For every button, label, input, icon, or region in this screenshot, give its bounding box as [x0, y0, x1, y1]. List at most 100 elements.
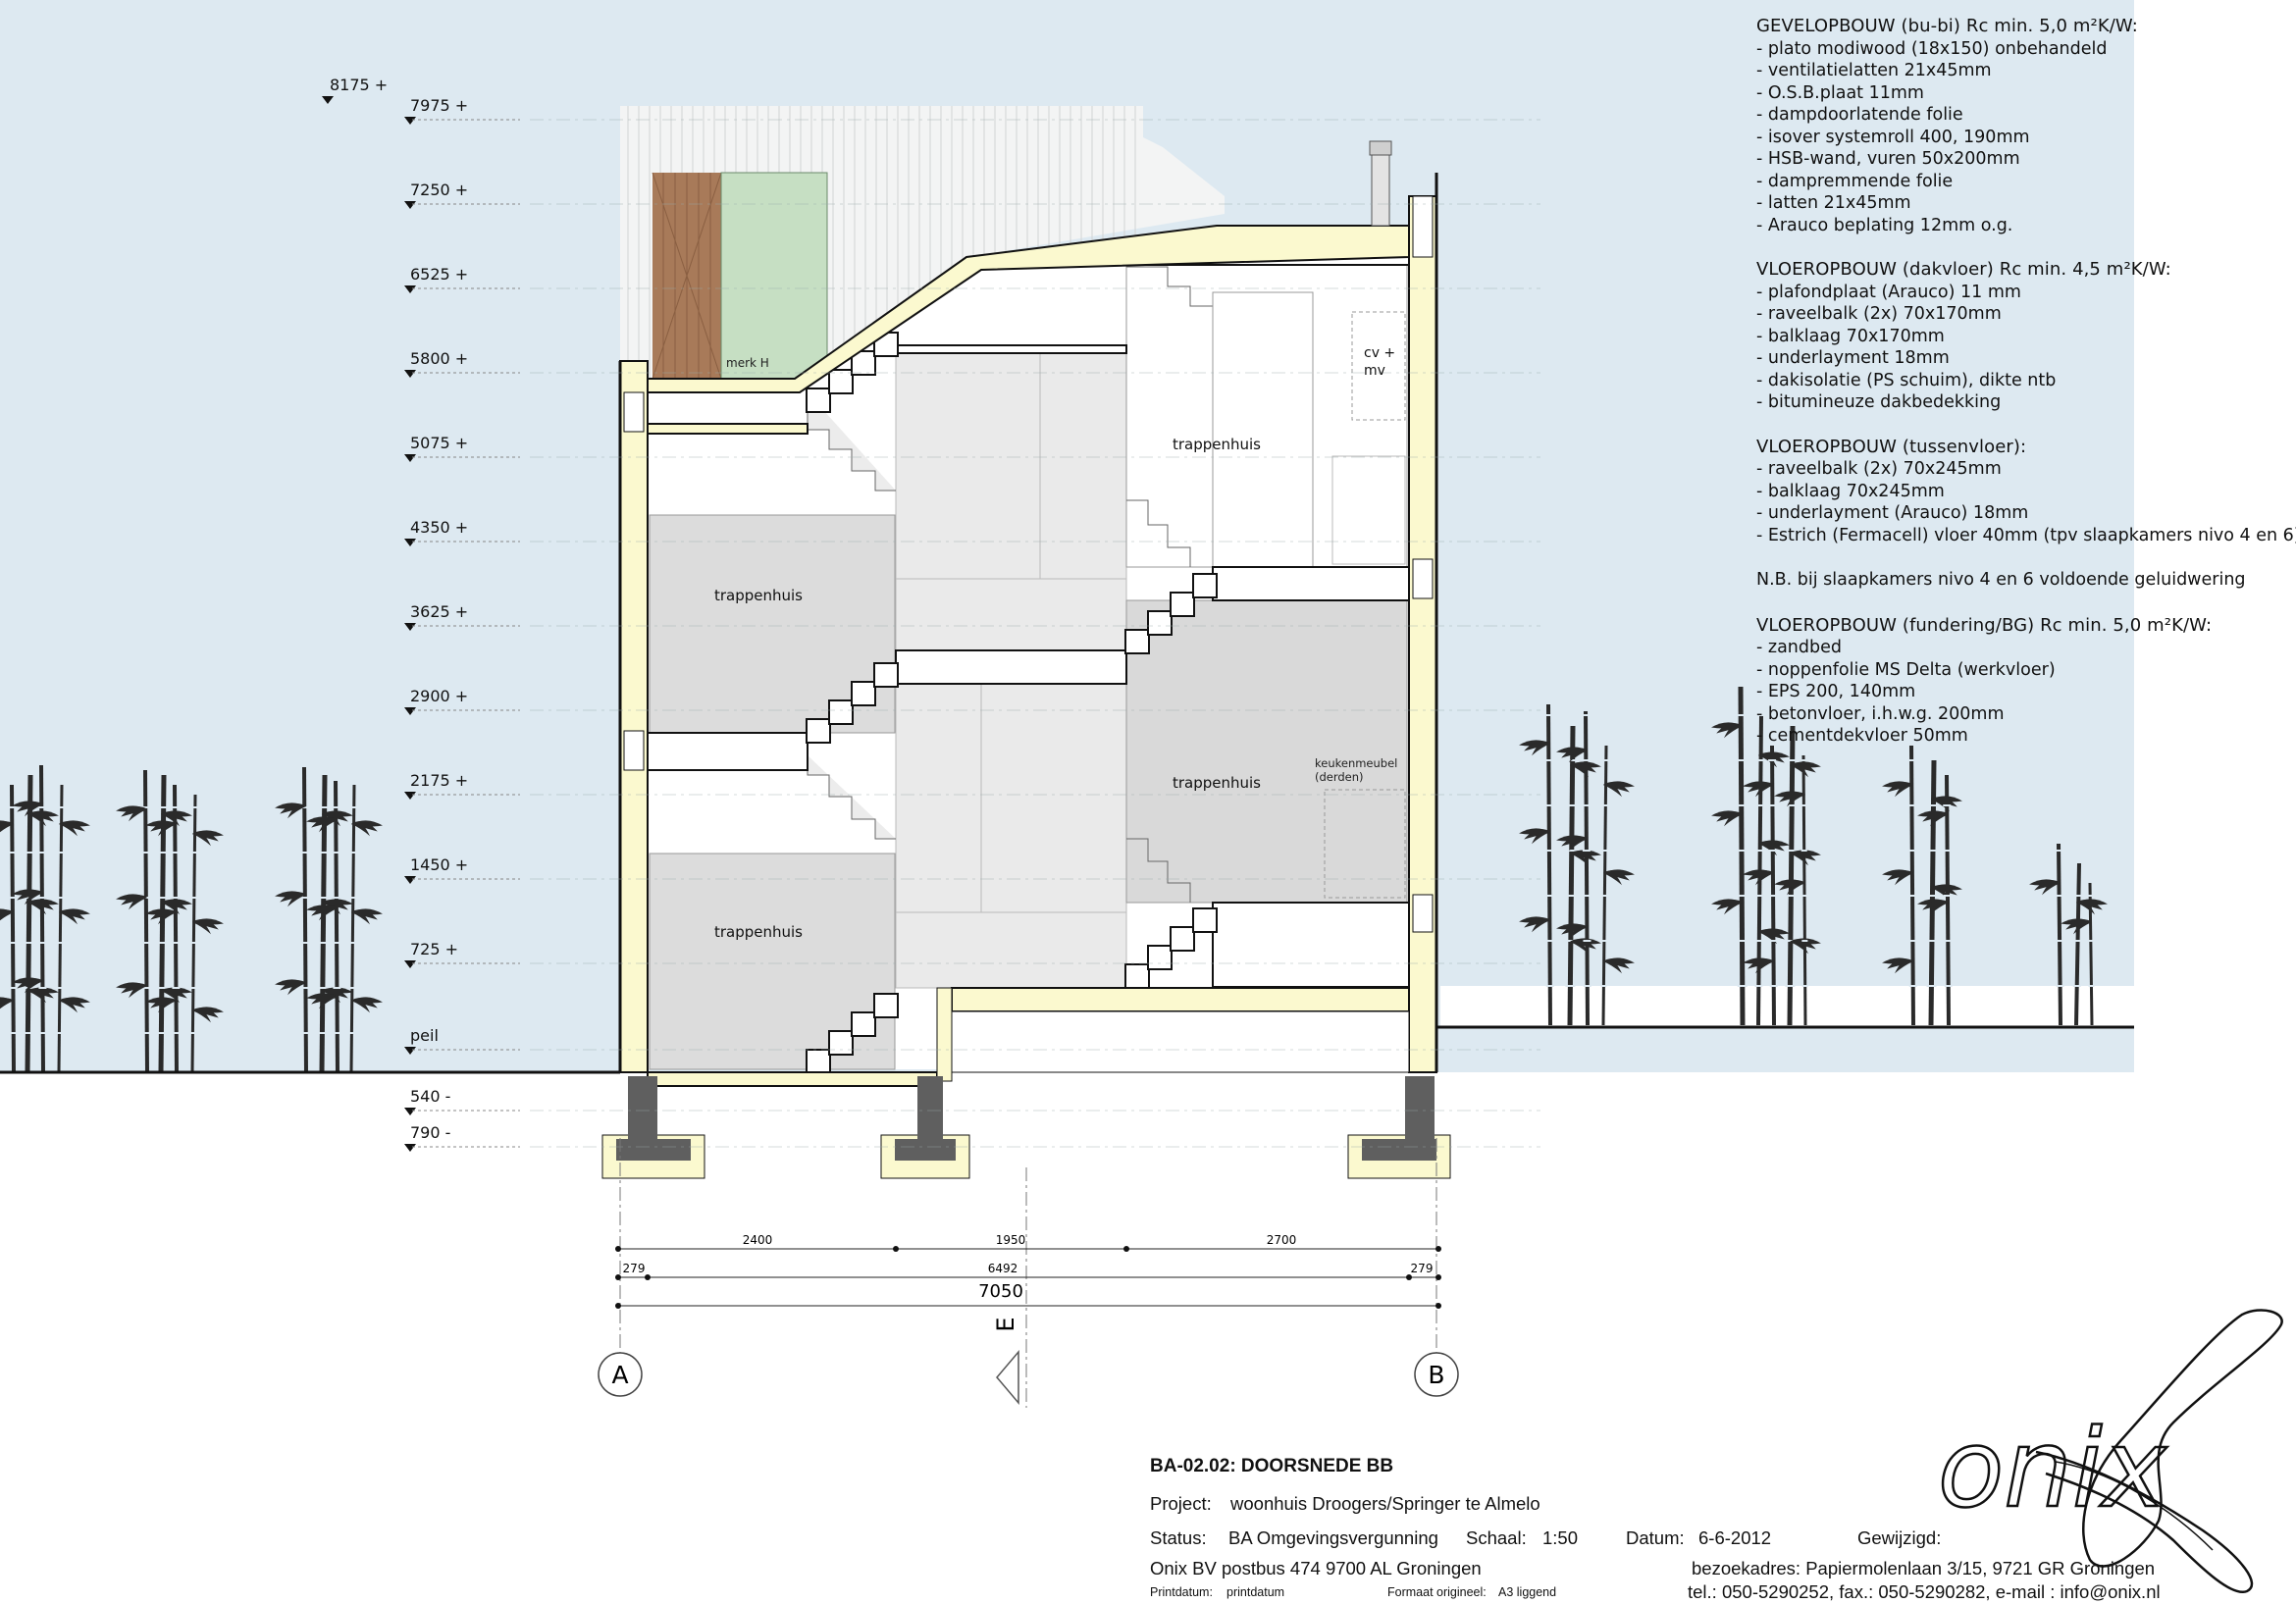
level-label: 5800 + — [410, 349, 468, 368]
bamboo-stalk — [1787, 725, 1796, 1026]
bamboo-stalk — [1945, 774, 1951, 1026]
stair-tread — [1147, 945, 1173, 970]
stair-profile-3 — [1126, 499, 1191, 567]
bamboo-stalk — [1909, 745, 1915, 1026]
level-label: 540 - — [410, 1087, 450, 1106]
bamboo-leaf — [1603, 870, 1623, 886]
bamboo-stalk — [2057, 843, 2062, 1026]
level-triangle-icon — [404, 876, 416, 884]
schaal-value: 1:50 — [1542, 1527, 1579, 1548]
bamboo-leaf — [59, 821, 78, 837]
level-triangle-icon — [404, 1108, 416, 1115]
bamboo-leaf — [24, 890, 43, 905]
ground-floor-left — [647, 1071, 938, 1087]
level-triangle-icon — [404, 707, 416, 715]
bamboo-stalk — [1567, 725, 1576, 1026]
note-item: - isover systemroll 400, 190mm — [1756, 127, 2030, 147]
bamboo-stalk — [173, 784, 179, 1073]
bamboo-leaf — [1894, 958, 1913, 974]
bamboo-leaf — [59, 909, 78, 925]
note-block: VLOEROPBOUW (tussenvloer):- raveelbalk (… — [1756, 437, 2296, 547]
footing-concrete — [895, 1139, 956, 1161]
bamboo-leaf — [351, 909, 371, 925]
foundation-wall — [628, 1076, 657, 1143]
dim-tick — [1435, 1274, 1441, 1280]
note-item: - dampremmende folie — [1756, 171, 1954, 191]
bamboo-leaf — [24, 978, 43, 994]
logo-swoosh-3 — [2055, 1461, 2214, 1551]
formaat-value: A3 liggend — [1498, 1585, 1557, 1599]
bamboo-stalk — [1738, 686, 1746, 1026]
note-item: - latten 21x45mm — [1756, 193, 1911, 213]
crawlspace — [951, 1010, 1410, 1073]
note-item: - underlayment 18mm — [1756, 348, 1950, 368]
bamboo-stalk — [1770, 745, 1776, 1026]
cv-shaft — [1351, 311, 1406, 421]
stair-profile-1 — [807, 392, 896, 492]
bamboo-leaf — [351, 998, 371, 1013]
construction-notes: GEVELOPBOUW (bu-bi) Rc min. 5,0 m²K/W:- … — [1756, 16, 2296, 770]
bamboo-stalk — [349, 784, 356, 1073]
logo-swoosh — [2082, 1309, 2283, 1568]
logo-swoosh-2 — [2035, 1450, 2254, 1594]
formaat-label: Formaat origineel: — [1387, 1585, 1487, 1599]
note-block: VLOEROPBOUW (fundering/BG) Rc min. 5,0 m… — [1756, 615, 2286, 748]
bamboo-stalk — [2088, 882, 2094, 1026]
bamboo-leaf — [318, 905, 338, 921]
printdatum-label: Printdatum: — [1150, 1585, 1213, 1599]
axis-bubble-a — [598, 1352, 643, 1397]
bamboo-leaf — [1754, 958, 1774, 974]
slab-floor-4350-left — [647, 732, 809, 771]
slab-floor-upper-mid — [895, 649, 1127, 685]
level-triangle-icon — [322, 96, 334, 104]
bamboo-leaf — [192, 1008, 212, 1023]
stair-tread — [806, 1049, 831, 1074]
stair-tread — [1147, 610, 1173, 636]
bamboo-leaf — [1568, 924, 1588, 940]
label-keuken: keukenmeubel — [1315, 756, 1397, 770]
dim-tick — [893, 1246, 899, 1252]
merk-label: merk H — [726, 356, 769, 370]
window — [623, 730, 645, 771]
wood-diagonal — [652, 172, 722, 380]
dim-inner: 6492 — [988, 1262, 1018, 1275]
stair-tread — [1170, 926, 1195, 952]
axis-label-a: A — [611, 1361, 628, 1389]
note-item: - Arauco beplating 12mm o.g. — [1756, 215, 2013, 235]
level-markers: 8175 +7975 +7250 +6525 +5800 +5075 +4350… — [322, 76, 1540, 1152]
dim-tick — [1435, 1303, 1441, 1309]
bamboo-leaf — [161, 811, 181, 827]
ground-strip — [1440, 986, 2134, 1027]
note-item: - EPS 200, 140mm — [1756, 682, 1916, 701]
note-item: - balklaag 70x170mm — [1756, 326, 1945, 346]
bamboo-leaf — [351, 821, 371, 837]
bamboo-stalk — [158, 774, 167, 1073]
label-mv: mv — [1364, 363, 1385, 379]
dim-tick — [1123, 1246, 1129, 1252]
bamboo-leaf — [157, 821, 177, 837]
label-stair-mid-right: trappenhuis — [1173, 774, 1261, 792]
bamboo-leaf — [1931, 885, 1951, 901]
dim-edge-right: 279 — [1411, 1262, 1434, 1275]
step-wall — [936, 987, 953, 1082]
stair-profile-2 — [807, 755, 896, 840]
note-item: - zandbed — [1756, 638, 1842, 657]
bamboo-stalk — [57, 784, 64, 1073]
level-label: 2900 + — [410, 687, 468, 705]
stair-tread — [851, 681, 876, 706]
bamboo-leaf — [1790, 939, 1809, 955]
bamboo-leaf — [2041, 880, 2061, 896]
level-label: 725 + — [410, 940, 458, 958]
axis-label-b: B — [1428, 1361, 1444, 1389]
visit-address: bezoekadres: Papiermolenlaan 3/15, 9721 … — [1692, 1558, 2156, 1578]
stair-tread — [806, 718, 831, 744]
note-item: - noppenfolie MS Delta (werkvloer) — [1756, 659, 2056, 680]
stair-core-upper — [895, 344, 1127, 685]
kitchen-outline — [1324, 789, 1406, 899]
bamboo-leaf — [1531, 829, 1550, 845]
bamboo-leaf — [1603, 958, 1623, 974]
level-label: peil — [410, 1026, 439, 1045]
bamboo-leaf — [1929, 900, 1949, 915]
dim-seg3: 2700 — [1267, 1233, 1297, 1247]
section-arrow-icon — [996, 1349, 1019, 1406]
